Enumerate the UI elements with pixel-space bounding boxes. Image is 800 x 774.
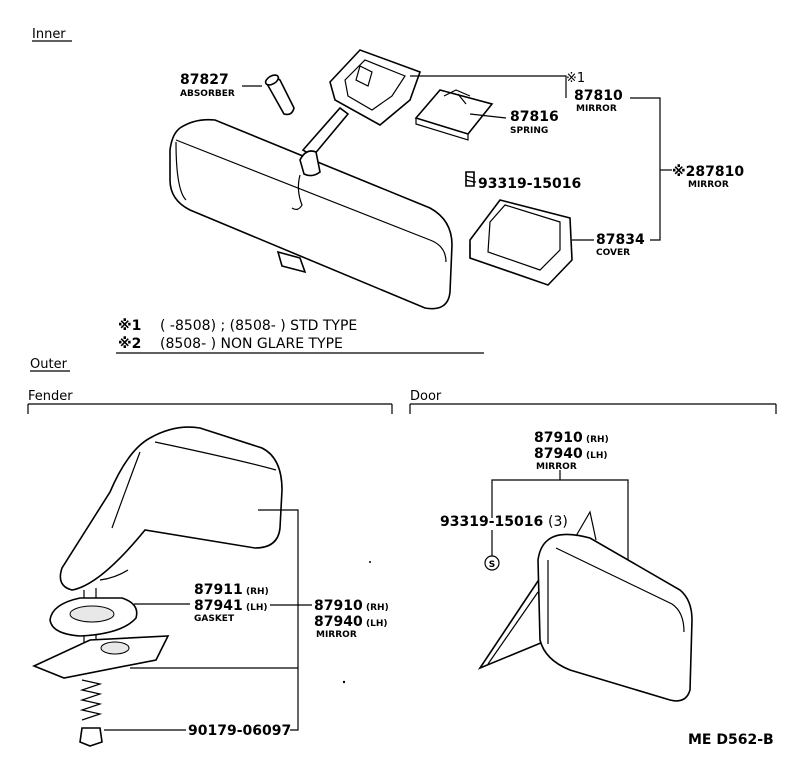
gasket-lh-number: 87941 bbox=[194, 598, 243, 614]
cover-name: COVER bbox=[596, 248, 630, 258]
mirror-bracket-leader bbox=[630, 97, 661, 241]
scan-dot bbox=[369, 561, 371, 563]
gasket-rh-number: 87911 bbox=[194, 582, 243, 598]
cover-drawing bbox=[469, 199, 573, 286]
fender-mirror-lh-suffix: (LH) bbox=[366, 619, 388, 629]
door-mirror-name: MIRROR bbox=[536, 462, 577, 472]
mirror1-leader bbox=[410, 75, 567, 98]
fender-mirror-lh-number: 87940 bbox=[314, 614, 363, 630]
absorber-number: 87827 bbox=[180, 72, 229, 88]
door-mirror-lh-suffix: (LH) bbox=[586, 451, 608, 461]
door-mirror-drawing bbox=[477, 510, 693, 702]
note1-text: ( -8508) ; (8508- ) STD TYPE bbox=[160, 318, 357, 334]
figure-code: ME D562-B bbox=[688, 732, 774, 748]
note2-mark: ※2 bbox=[118, 336, 141, 352]
mirror1-name: MIRROR bbox=[576, 104, 617, 114]
inner-mirror-drawing bbox=[169, 49, 453, 310]
note1-mark: ※1 bbox=[118, 318, 141, 334]
fender-mirror-rh-number: 87910 bbox=[314, 598, 363, 614]
section-outer-label: Outer bbox=[30, 357, 68, 372]
door-mirror-lh-number: 87940 bbox=[534, 446, 583, 462]
gasket-name: GASKET bbox=[194, 614, 235, 624]
door-mirror-rh-suffix: (RH) bbox=[586, 435, 609, 445]
mirror2-number: ※287810 bbox=[672, 164, 744, 180]
gasket-lh-suffix: (LH) bbox=[246, 603, 268, 613]
spring-name: SPRING bbox=[510, 126, 548, 136]
spring-leader bbox=[469, 113, 507, 119]
scan-dot bbox=[342, 680, 346, 684]
section-inner-label: Inner bbox=[32, 27, 66, 42]
door-mirror-rh-number: 87910 bbox=[534, 430, 583, 446]
door-screw-number: 93319-15016 bbox=[440, 514, 543, 530]
fender-bracket bbox=[27, 403, 393, 414]
screw-symbol: S bbox=[489, 560, 495, 570]
nut-number: 90179-06097 bbox=[188, 723, 291, 739]
mirror1-mark: ※1 bbox=[566, 71, 585, 86]
door-bracket bbox=[409, 403, 777, 414]
spring-drawing bbox=[414, 89, 494, 141]
mirror2-name: MIRROR bbox=[688, 180, 729, 190]
cover-number: 87834 bbox=[596, 232, 645, 248]
screw-symbol-circle bbox=[484, 555, 500, 571]
note2-text: (8508- ) NON GLARE TYPE bbox=[160, 336, 343, 352]
fender-mirror-bracket bbox=[258, 509, 299, 731]
fender-mirror-drawing bbox=[31, 426, 283, 747]
mirror1-number: 87810 bbox=[574, 88, 623, 104]
section-fender-label: Fender bbox=[28, 389, 73, 404]
section-door-label: Door bbox=[410, 389, 442, 404]
door-screw-qty: (3) bbox=[548, 514, 568, 530]
spring-number: 87816 bbox=[510, 109, 559, 125]
screw-number: 93319-15016 bbox=[478, 176, 581, 192]
fender-mirror-rh-suffix: (RH) bbox=[366, 603, 389, 613]
fender-mirror-name: MIRROR bbox=[316, 630, 357, 640]
gasket-rh-suffix: (RH) bbox=[246, 587, 269, 597]
screw-drawing bbox=[465, 171, 475, 187]
absorber-name: ABSORBER bbox=[180, 89, 235, 99]
